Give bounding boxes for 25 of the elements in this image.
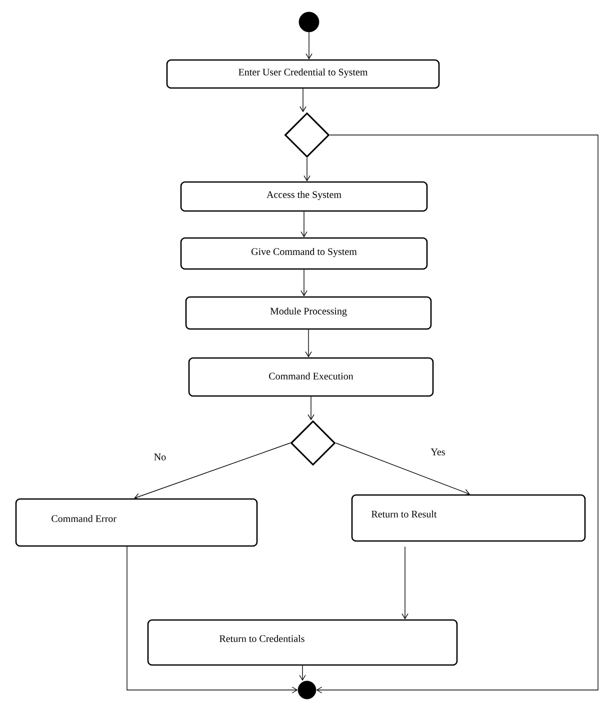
arrow xyxy=(300,211,308,238)
arrow xyxy=(305,329,312,358)
arrow xyxy=(134,442,291,500)
edge-label: No xyxy=(152,452,168,462)
end-node xyxy=(298,680,316,700)
arrow xyxy=(299,665,306,681)
activity-box: Command Error xyxy=(15,498,258,547)
activity-box: Command Execution xyxy=(188,357,434,397)
activity-box: Return to Result xyxy=(351,494,586,542)
activity-box: Return to Credentials xyxy=(147,619,458,666)
activity-box: Module Processing xyxy=(185,296,432,330)
activity-box: Access the System xyxy=(180,181,428,212)
arrow xyxy=(304,157,310,182)
arrow xyxy=(300,88,306,112)
activity-box: Give Command to System xyxy=(180,237,428,270)
arrow xyxy=(308,396,314,420)
arrow xyxy=(306,32,312,60)
activity-box: Enter User Credential to System xyxy=(166,59,440,89)
arrow xyxy=(126,546,298,694)
start-node xyxy=(298,12,320,32)
edge-label: Yes xyxy=(430,448,446,456)
arrow xyxy=(300,269,308,296)
arrow xyxy=(316,134,598,694)
arrow xyxy=(402,546,408,620)
arrow xyxy=(335,442,470,496)
